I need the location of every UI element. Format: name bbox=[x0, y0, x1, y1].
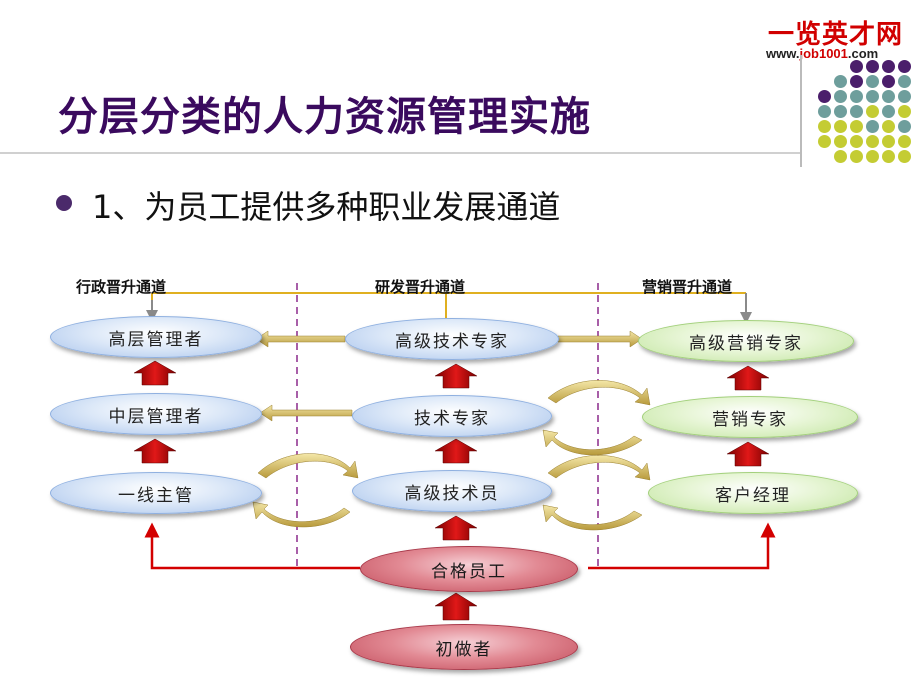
decorative-dot bbox=[834, 120, 847, 133]
decorative-dot bbox=[834, 75, 847, 88]
node-rd-mid: 技术专家 bbox=[352, 395, 552, 437]
loop-rd-sales-lower1 bbox=[542, 429, 643, 456]
decorative-dot bbox=[818, 135, 831, 148]
decorative-dot bbox=[882, 135, 895, 148]
decorative-dot bbox=[850, 90, 863, 103]
page-title: 分层分类的人力资源管理实施 bbox=[58, 94, 591, 140]
decorative-dot bbox=[818, 105, 831, 118]
bullet-marker bbox=[56, 195, 72, 211]
logo-brand: 一览英才网 bbox=[768, 20, 904, 50]
decorative-dot bbox=[834, 105, 847, 118]
node-sales-low: 客户经理 bbox=[648, 472, 858, 514]
bullet-text: 1、为员工提供多种职业发展通道 bbox=[92, 188, 561, 226]
side-arrow-rd-to-sales-top bbox=[557, 330, 643, 348]
node-rd-top: 高级技术专家 bbox=[345, 318, 559, 360]
decorative-dot bbox=[866, 105, 879, 118]
header-vertical-rule bbox=[800, 55, 802, 167]
channel-label-rd: 研发晋升通道 bbox=[375, 278, 466, 296]
decorative-dot bbox=[898, 105, 911, 118]
node-sales-top: 高级营销专家 bbox=[638, 320, 854, 362]
decorative-dot bbox=[898, 60, 911, 73]
decorative-dot bbox=[850, 60, 863, 73]
decorative-dot bbox=[898, 120, 911, 133]
decorative-dot bbox=[898, 150, 911, 163]
qualified-connectors bbox=[144, 522, 776, 570]
decorative-dot bbox=[850, 120, 863, 133]
decorative-dot bbox=[818, 120, 831, 133]
decorative-dot bbox=[898, 75, 911, 88]
exchange-loops bbox=[252, 380, 651, 531]
node-qualified-employee: 合格员工 bbox=[360, 546, 578, 592]
node-admin-mid: 中层管理者 bbox=[50, 393, 262, 435]
top-channel-connector bbox=[146, 292, 752, 324]
channel-label-sales: 营销晋升通道 bbox=[642, 278, 733, 296]
decorative-dot bbox=[882, 105, 895, 118]
decorative-dot bbox=[866, 135, 879, 148]
decorative-dot bbox=[882, 90, 895, 103]
decorative-dot bbox=[818, 90, 831, 103]
loop-rd-sales-upper1 bbox=[547, 380, 651, 406]
loop-rd-sales-lower2 bbox=[542, 504, 643, 531]
decorative-dot bbox=[834, 150, 847, 163]
loop-rd-sales-upper2 bbox=[547, 455, 651, 481]
node-beginner: 初做者 bbox=[350, 624, 578, 670]
up-arrow-rd-1 bbox=[434, 363, 478, 389]
decorative-dot bbox=[898, 90, 911, 103]
up-arrow-admin-2 bbox=[133, 438, 177, 464]
decorative-dot bbox=[882, 75, 895, 88]
up-arrow-sales-1 bbox=[726, 365, 770, 391]
up-arrow-sales-2 bbox=[726, 441, 770, 467]
loop-admin-rd-upper bbox=[257, 453, 359, 479]
decorative-dot bbox=[882, 60, 895, 73]
node-admin-top: 高层管理者 bbox=[50, 316, 262, 358]
logo-url[interactable]: www.job1001.com bbox=[766, 46, 879, 61]
decorative-dot bbox=[866, 90, 879, 103]
up-arrow-rd-3 bbox=[434, 515, 478, 541]
side-arrows bbox=[255, 330, 643, 422]
node-rd-low: 高级技术员 bbox=[352, 470, 552, 512]
up-arrows bbox=[133, 360, 770, 621]
side-arrow-rd-to-admin-mid bbox=[259, 404, 353, 422]
logo: 一览英才网 www.job1001.com bbox=[748, 14, 918, 64]
decorative-dot bbox=[882, 120, 895, 133]
decorative-dot bbox=[850, 135, 863, 148]
node-sales-mid: 营销专家 bbox=[642, 396, 858, 438]
connector-to-sales bbox=[588, 522, 776, 570]
decorative-dot bbox=[850, 105, 863, 118]
title-rule bbox=[0, 152, 800, 154]
decorative-dot bbox=[866, 75, 879, 88]
decorative-dot bbox=[834, 135, 847, 148]
decorative-dot bbox=[866, 60, 879, 73]
up-arrow-admin-1 bbox=[133, 360, 177, 386]
channel-label-admin: 行政晋升通道 bbox=[76, 278, 167, 296]
side-arrow-rd-to-admin-top bbox=[255, 330, 346, 348]
decorative-dot bbox=[866, 150, 879, 163]
decorative-dot-grid bbox=[818, 60, 918, 170]
node-admin-low: 一线主管 bbox=[50, 472, 262, 514]
decorative-dot bbox=[898, 135, 911, 148]
up-arrow-rd-4 bbox=[434, 592, 478, 621]
up-arrow-rd-2 bbox=[434, 438, 478, 464]
decorative-dot bbox=[882, 150, 895, 163]
loop-admin-rd-lower bbox=[252, 501, 351, 528]
decorative-dot bbox=[834, 90, 847, 103]
decorative-dot bbox=[866, 120, 879, 133]
decorative-dot bbox=[850, 75, 863, 88]
connector-to-admin bbox=[144, 522, 360, 570]
decorative-dot bbox=[850, 150, 863, 163]
